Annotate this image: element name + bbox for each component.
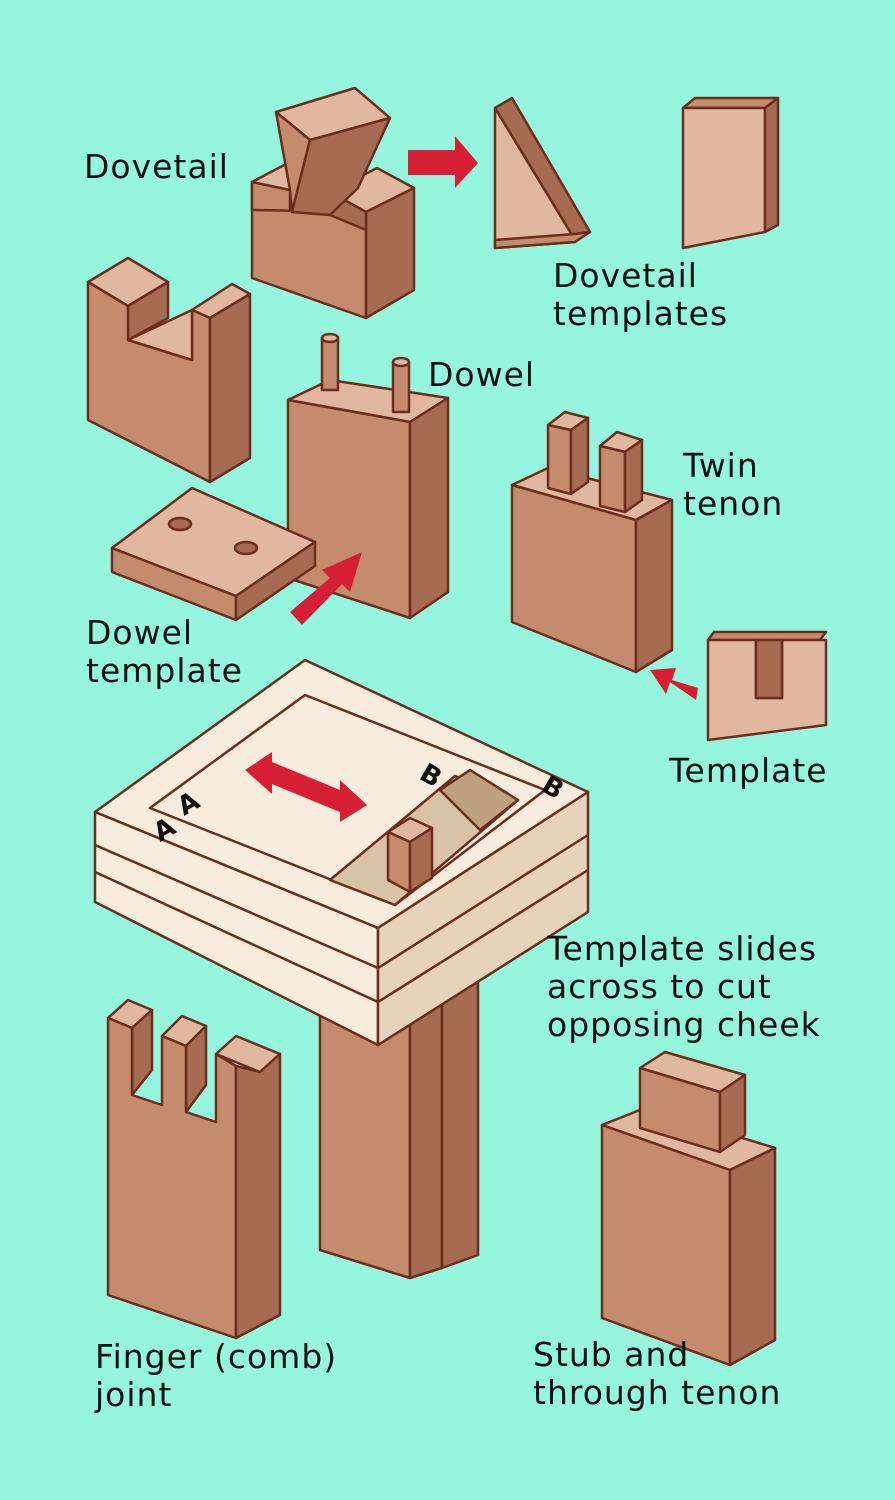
label-dovetail: Dovetail [84,148,229,186]
dovetail-template-block [683,98,778,248]
label-finger-joint-line2: joint [95,1376,337,1414]
label-template-slides-line3: opposing cheek [547,1006,821,1044]
slotted-block [88,258,250,482]
dowel-template-plate [112,488,315,620]
label-dovetail-templates-line2: templates [553,295,728,333]
label-twin-tenon-line1: Twin [683,447,783,485]
dovetail-block [252,88,414,318]
sliding-jig [95,660,588,1045]
label-template: Template [669,752,828,790]
label-dowel-template-line1: Dowel [86,614,243,652]
label-stub-through-tenon-line1: Stub and [533,1336,781,1374]
label-template-slides-line1: Template slides [547,930,821,968]
label-stub-through-tenon: Stub and through tenon [533,1336,781,1412]
stub-tenon-block [602,1052,775,1365]
label-stub-through-tenon-line2: through tenon [533,1374,781,1412]
label-finger-joint-line1: Finger (comb) [95,1338,337,1376]
label-template-slides: Template slides across to cut opposing c… [547,930,821,1044]
label-dowel-template-line2: template [86,652,243,690]
label-dowel-template: Dowel template [86,614,243,690]
label-dovetail-templates-line1: Dovetail [553,257,728,295]
label-twin-tenon: Twin tenon [683,447,783,523]
label-template-slides-line2: across to cut [547,968,821,1006]
arrow-dovetail-icon [408,136,478,188]
dovetail-template-sloped [495,98,590,248]
twin-tenon-block [512,412,672,672]
label-finger-joint: Finger (comb) joint [95,1338,337,1414]
label-twin-tenon-line2: tenon [683,485,783,523]
dowel-block [288,334,448,618]
finger-joint-block [108,1000,280,1338]
label-dovetail-templates: Dovetail templates [553,257,728,333]
arrow-template-icon [650,668,698,700]
label-dowel: Dowel [428,356,535,394]
u-template [708,632,826,740]
